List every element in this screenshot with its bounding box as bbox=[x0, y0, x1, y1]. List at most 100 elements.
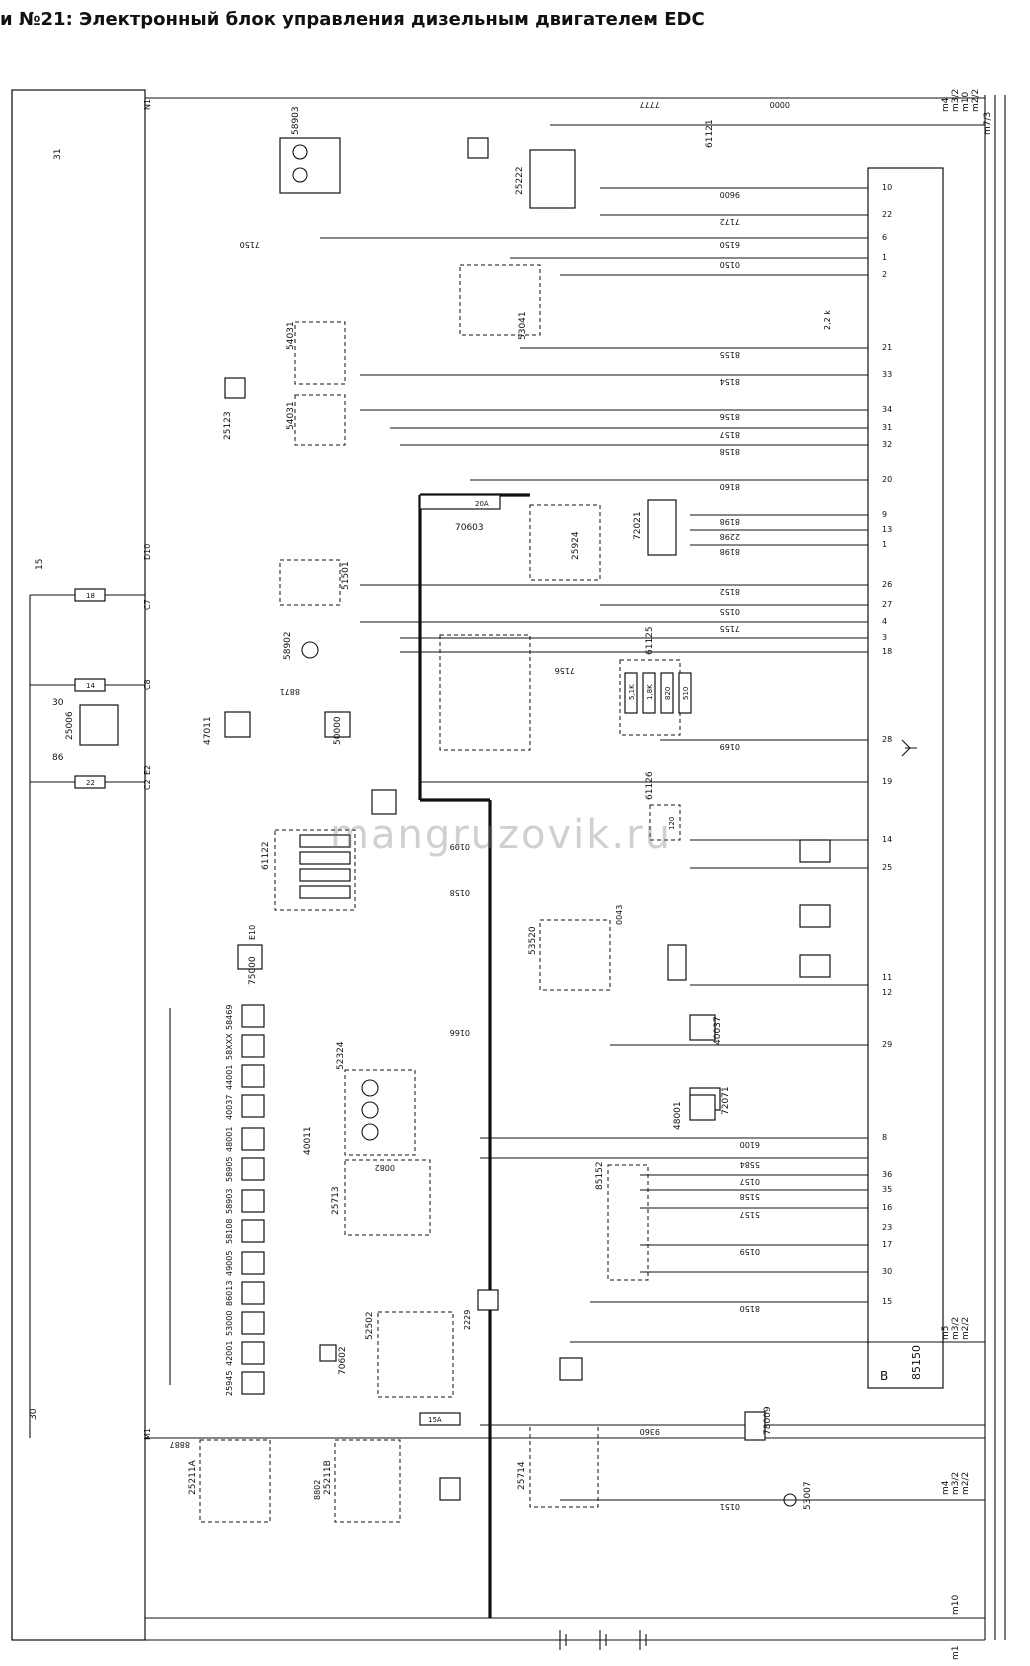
wire-0155: 0155 bbox=[720, 607, 740, 616]
resistor-51k: 5,1K bbox=[628, 684, 636, 700]
fuse-18 bbox=[74, 588, 106, 602]
pin-e10: E10 bbox=[248, 925, 257, 940]
instr-10: 53000 bbox=[225, 1311, 234, 1336]
ecu-marker: В bbox=[880, 1369, 888, 1383]
left-instrument-column bbox=[169, 1004, 265, 1395]
pin-c7: C7 bbox=[143, 599, 152, 610]
ecu-pin-32: 32 bbox=[882, 440, 892, 449]
instr-5: 58905 bbox=[225, 1157, 234, 1182]
pin-c8: C8 bbox=[143, 679, 152, 690]
ecu-pin-36: 36 bbox=[882, 1170, 892, 1179]
ecu-85150: 85150 В bbox=[867, 167, 944, 1389]
ecu-pin-27: 27 bbox=[882, 600, 892, 609]
fuse-label-14: 14 bbox=[86, 682, 95, 690]
ecu-pin-33: 33 bbox=[882, 370, 892, 379]
connector-72021-b bbox=[439, 1477, 461, 1501]
connector-72071-a bbox=[799, 904, 831, 928]
ecu-pin-4: 4 bbox=[882, 617, 887, 626]
battery-rail bbox=[145, 1630, 985, 1650]
rail-label-30b: 30 bbox=[29, 1408, 39, 1420]
pin-c2: C2 bbox=[143, 779, 152, 790]
instr-1: 58XXX bbox=[225, 1033, 234, 1060]
instr-0: 58469 bbox=[225, 1005, 234, 1030]
lamp-58903-b bbox=[477, 1289, 499, 1311]
lamp-58902 bbox=[301, 641, 319, 659]
wire-8871: 8871 bbox=[280, 687, 300, 696]
relay-25211a bbox=[199, 1439, 271, 1523]
ecu-pin-16: 16 bbox=[882, 1203, 892, 1212]
relay-53520 bbox=[539, 919, 611, 991]
icon-55100 bbox=[371, 789, 397, 815]
ecu-label: 85150 bbox=[910, 1345, 923, 1380]
ecu-pin-23: 23 bbox=[882, 1223, 892, 1232]
switch-51501 bbox=[279, 559, 341, 606]
ecu-pin-14: 14 bbox=[882, 835, 892, 844]
icon-50000 bbox=[324, 711, 351, 738]
wire-7155: 7155 bbox=[720, 624, 740, 633]
comp-48001: 48001 bbox=[673, 1101, 683, 1130]
wire-5584: 5584 bbox=[740, 1160, 760, 1169]
pin-n1: N1 bbox=[143, 99, 152, 110]
wire-8154: 8154 bbox=[720, 377, 740, 386]
ecu-pin-1b: 1 bbox=[882, 540, 887, 549]
fuse-70603 bbox=[419, 494, 501, 510]
left-connector-block bbox=[11, 89, 146, 1641]
ecu-pin-2: 2 bbox=[882, 270, 887, 279]
ecu-pin-29: 29 bbox=[882, 1040, 892, 1049]
rail-label-30: 30 bbox=[52, 698, 64, 708]
wire-7156: 7156 bbox=[555, 666, 575, 675]
switch-block-57218 bbox=[439, 634, 531, 751]
switch-52502 bbox=[377, 1311, 454, 1398]
rail-bot-m1: m1 bbox=[951, 1646, 961, 1661]
wire-8152: 8152 bbox=[720, 587, 740, 596]
ecu-pin-31: 31 bbox=[882, 423, 892, 432]
fuse-label-15a: 15A bbox=[428, 1416, 442, 1424]
wire-8156: 8156 bbox=[720, 412, 740, 421]
rail-mid-m22: m2/2 bbox=[961, 1317, 971, 1340]
wire-0000: 0000 bbox=[770, 100, 790, 109]
connector-9pin bbox=[799, 839, 831, 863]
resistor-18k: 1,8K bbox=[646, 684, 654, 700]
comp-52502: 52502 bbox=[365, 1311, 375, 1340]
resistor-120: 120 bbox=[668, 817, 676, 830]
wire-8155: 8155 bbox=[720, 350, 740, 359]
wire-0166: 0166 bbox=[450, 1028, 470, 1037]
wire-0169: 0169 bbox=[720, 742, 740, 751]
comp-51501: 51501 bbox=[341, 561, 351, 590]
icon-25123 bbox=[224, 377, 246, 399]
comp-53007: 53007 bbox=[803, 1481, 813, 1510]
instr-2: 44001 bbox=[225, 1065, 234, 1090]
wire-0109: 0109 bbox=[450, 842, 470, 851]
ecu-pin-12: 12 bbox=[882, 988, 892, 997]
instr-12: 25945 bbox=[225, 1371, 234, 1396]
comp-61122: 61122 bbox=[261, 841, 271, 870]
comp-52324: 52324 bbox=[336, 1041, 346, 1070]
pin-e2: E2 bbox=[143, 765, 152, 775]
wire-8160: 8160 bbox=[720, 482, 740, 491]
switch-53007 bbox=[783, 1493, 797, 1507]
rail-mid-m5: m5 bbox=[941, 1326, 951, 1341]
ecu-pin-25: 25 bbox=[882, 863, 892, 872]
wire-0157: 0157 bbox=[740, 1177, 760, 1186]
wire-5157: 5157 bbox=[740, 1210, 760, 1219]
rail-right-m32: m3/2 bbox=[951, 89, 961, 112]
comp-25211b: 25211B bbox=[323, 1460, 333, 1495]
comp-25713: 25713 bbox=[331, 1186, 341, 1215]
wire-8887: 8887 bbox=[170, 1440, 190, 1449]
wire-8198: 8198 bbox=[720, 517, 740, 526]
pin-m1: M1 bbox=[143, 1428, 152, 1440]
comp-70603: 70603 bbox=[455, 523, 484, 533]
resistor-22k: 2,2 k bbox=[823, 310, 832, 330]
wire-2229: 2229 bbox=[463, 1310, 472, 1330]
switch-54031-b bbox=[294, 394, 346, 446]
ecu-pin-34: 34 bbox=[882, 405, 892, 414]
comp-47011: 47011 bbox=[203, 716, 213, 745]
wire-9360: 9360 bbox=[640, 1427, 660, 1436]
wire-5158: 5158 bbox=[740, 1192, 760, 1201]
rail-label-31: 31 bbox=[53, 149, 63, 160]
wire-7172: 7172 bbox=[720, 217, 740, 226]
resistor-pack-61125 bbox=[619, 659, 681, 736]
lamp-58903 bbox=[279, 137, 341, 194]
ecu-pin-9: 9 bbox=[882, 510, 887, 519]
comp-25211a: 25211A bbox=[188, 1459, 198, 1495]
